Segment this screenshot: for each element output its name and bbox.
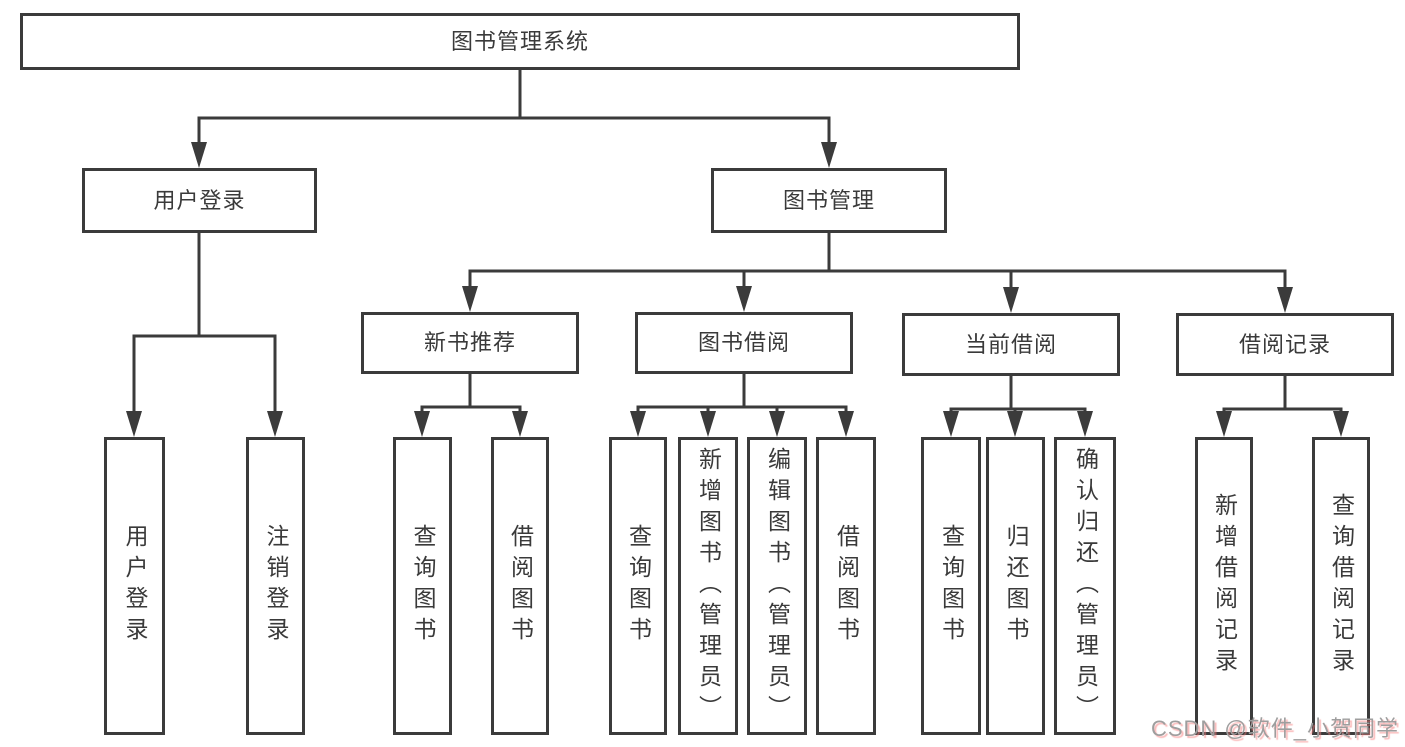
node-library-management-system: 图书管理系统 xyxy=(20,13,1020,70)
leaf-borrow-books: 借阅图书 xyxy=(816,437,876,735)
watermark: CSDN @软件_小贺同学 xyxy=(1150,716,1399,741)
leaf-query-books-current: 查询图书 xyxy=(921,437,981,735)
leaf-user-login: 用户登录 xyxy=(104,437,165,735)
leaf-confirm-return-admin: 确认归还（管理员） xyxy=(1054,437,1116,735)
leaf-query-borrow-record: 查询借阅记录 xyxy=(1312,437,1370,735)
node-book-management: 图书管理 xyxy=(711,168,947,233)
leaf-query-books-recommend: 查询图书 xyxy=(393,437,452,735)
leaf-logout: 注销登录 xyxy=(246,437,305,735)
leaf-add-books-admin: 新增图书（管理员） xyxy=(678,437,738,735)
node-user-login: 用户登录 xyxy=(82,168,317,233)
node-new-book-recommendation: 新书推荐 xyxy=(361,312,579,374)
node-borrowing-records: 借阅记录 xyxy=(1176,313,1394,376)
leaf-return-books: 归还图书 xyxy=(986,437,1045,735)
node-book-borrowing: 图书借阅 xyxy=(635,312,853,374)
leaf-query-books-borrowing: 查询图书 xyxy=(609,437,667,735)
node-current-borrowing: 当前借阅 xyxy=(902,313,1120,376)
leaf-borrow-books-recommend: 借阅图书 xyxy=(491,437,549,735)
leaf-add-borrow-record: 新增借阅记录 xyxy=(1195,437,1253,735)
leaf-edit-books-admin: 编辑图书（管理员） xyxy=(747,437,807,735)
